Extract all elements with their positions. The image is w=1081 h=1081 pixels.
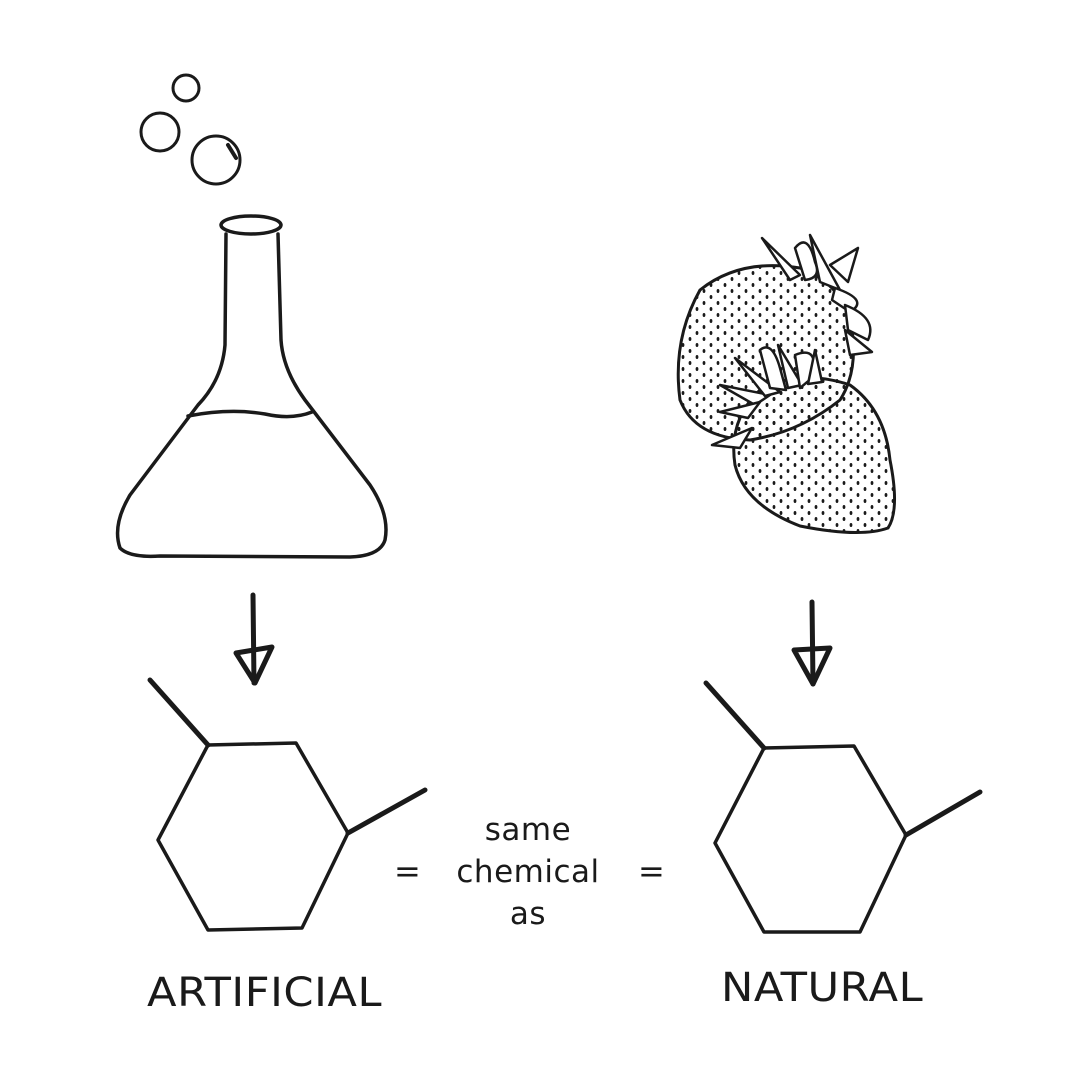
equals-sign-right: = — [638, 852, 666, 890]
middle-caption-line1: same — [484, 812, 572, 848]
arrow-down-right-icon — [791, 599, 833, 687]
middle-caption-line3: as — [509, 896, 547, 932]
arrow-down-left-icon — [233, 592, 275, 686]
hexagon-molecule-icon — [147, 677, 428, 932]
natural-label: NATURAL — [721, 965, 924, 1011]
equals-sign-left: = — [394, 852, 422, 890]
strawberry-icon — [676, 233, 897, 534]
artificial-label: ARTIFICIAL — [147, 970, 383, 1016]
flask-icon — [115, 214, 388, 559]
bubbles-icon — [139, 73, 242, 186]
middle-caption-line2: chemical — [456, 854, 600, 890]
hexagon-molecule-icon — [703, 680, 983, 934]
